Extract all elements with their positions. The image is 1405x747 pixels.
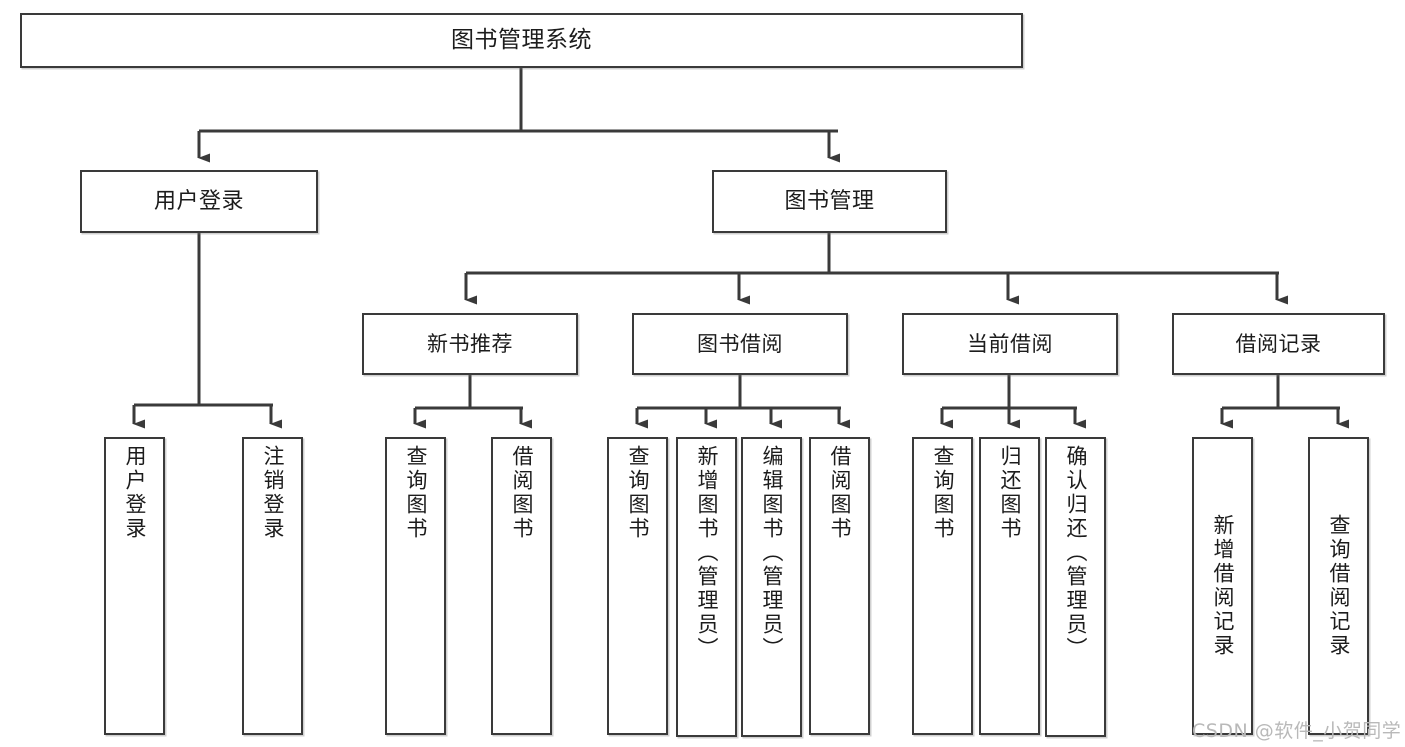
node-label: 查询图书 <box>626 445 650 541</box>
node-label: 查询借阅记录 <box>1327 514 1351 658</box>
leaf-query-book[interactable]: 查询图书 <box>607 437 668 735</box>
node-new-book-recommend[interactable]: 新书推荐 <box>362 313 578 375</box>
leaf-borrow-book[interactable]: 借阅图书 <box>809 437 870 735</box>
leaf-edit-book-admin[interactable]: 编辑图书（管理员） <box>741 437 802 737</box>
leaf-query-book-recommend[interactable]: 查询图书 <box>385 437 446 735</box>
node-label: 借阅记录 <box>1235 331 1322 356</box>
node-label: 确认归还（管理员） <box>1064 445 1088 661</box>
node-user-login[interactable]: 用户登录 <box>80 170 318 233</box>
leaf-query-book-current[interactable]: 查询图书 <box>912 437 973 735</box>
node-label: 用户登录 <box>153 188 244 214</box>
leaf-return-book[interactable]: 归还图书 <box>979 437 1040 735</box>
node-label: 图书管理 <box>784 188 875 214</box>
csdn-watermark: CSDN @软件_小贺同学 <box>1192 720 1402 742</box>
node-label: 注销登录 <box>261 445 285 541</box>
leaf-borrow-book-recommend[interactable]: 借阅图书 <box>491 437 552 735</box>
leaf-user-login[interactable]: 用户登录 <box>104 437 165 735</box>
node-label: 借阅图书 <box>828 445 852 541</box>
node-borrow-record[interactable]: 借阅记录 <box>1172 313 1385 375</box>
leaf-logout[interactable]: 注销登录 <box>242 437 303 735</box>
node-book-borrow[interactable]: 图书借阅 <box>632 313 848 375</box>
node-current-borrow[interactable]: 当前借阅 <box>902 313 1118 375</box>
node-label: 新书推荐 <box>427 331 513 356</box>
node-label: 当前借阅 <box>967 331 1053 356</box>
leaf-confirm-return-admin[interactable]: 确认归还（管理员） <box>1045 437 1106 737</box>
node-label: 编辑图书（管理员） <box>760 445 784 661</box>
node-label: 图书管理系统 <box>451 27 592 54</box>
node-label: 查询图书 <box>931 445 955 541</box>
node-book-management[interactable]: 图书管理 <box>712 170 947 233</box>
node-label: 新增图书（管理员） <box>695 445 719 661</box>
node-label: 图书借阅 <box>697 331 783 356</box>
node-label: 借阅图书 <box>510 445 534 541</box>
node-label: 查询图书 <box>404 445 428 541</box>
node-root-system[interactable]: 图书管理系统 <box>20 13 1023 68</box>
leaf-add-book-admin[interactable]: 新增图书（管理员） <box>676 437 737 737</box>
leaf-add-borrow-record[interactable]: 新增借阅记录 <box>1192 437 1253 735</box>
leaf-query-borrow-record[interactable]: 查询借阅记录 <box>1308 437 1369 735</box>
node-label: 新增借阅记录 <box>1211 514 1235 658</box>
node-label: 用户登录 <box>123 445 147 541</box>
node-label: 归还图书 <box>998 445 1022 541</box>
